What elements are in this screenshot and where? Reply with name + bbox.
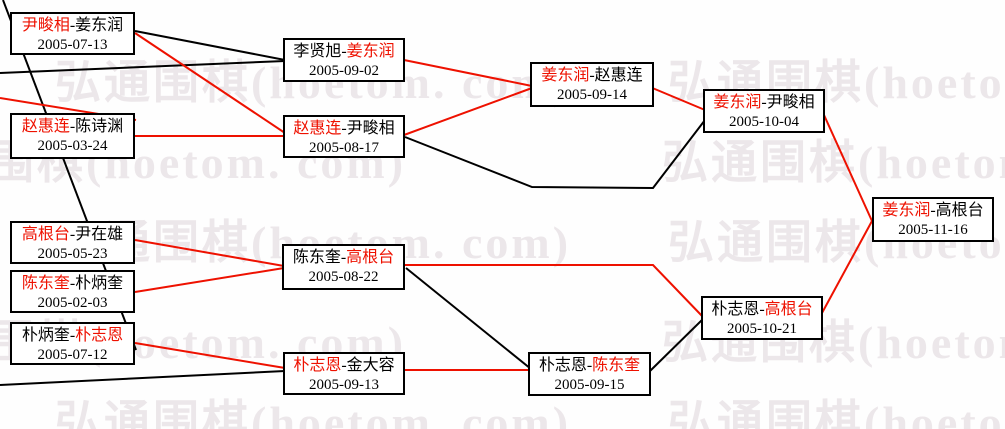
name-separator: - <box>69 327 76 344</box>
player-name: 朴炳奎 <box>21 327 70 344</box>
player-name: 赵惠连 <box>21 118 70 135</box>
match-box[interactable]: 赵惠连-尹畯相 2005-08-17 <box>283 115 405 158</box>
player-name: 尹畯相 <box>21 17 70 34</box>
match-box[interactable]: 陈东奎-高根台 2005-08-22 <box>282 244 405 290</box>
name-separator: - <box>69 118 76 135</box>
name-separator: - <box>341 120 347 137</box>
match-box[interactable]: 高根台-尹在雄 2005-05-23 <box>10 221 135 264</box>
match-date: 2005-09-14 <box>557 87 627 103</box>
player-name: 金大容 <box>346 357 395 374</box>
match-date: 2005-07-13 <box>37 37 108 53</box>
match-players: 陈东奎-高根台 <box>284 247 403 268</box>
player-name: 姜东润 <box>541 67 590 84</box>
player-name: 姜东润 <box>713 94 762 111</box>
watermark-text: 弘通围棋(hoetom. com) <box>668 397 1005 429</box>
player-name: 高根台 <box>935 202 984 219</box>
watermark-text: 弘通围棋(hoetom. com) <box>55 397 572 429</box>
player-name: 高根台 <box>346 249 395 266</box>
name-separator: - <box>69 17 76 34</box>
name-separator: - <box>340 249 347 266</box>
player-name: 赵惠连 <box>594 67 643 84</box>
match-players: 朴炳奎-朴志恩 <box>12 325 133 346</box>
match-date: 2005-05-23 <box>37 246 108 262</box>
match-players: 姜东润-赵惠连 <box>532 65 652 86</box>
match-box[interactable]: 尹畯相-姜东润 2005-07-13 <box>10 12 135 55</box>
player-name: 陈东奎 <box>592 357 641 374</box>
match-box[interactable]: 赵惠连-陈诗渊 2005-03-24 <box>10 113 135 159</box>
name-separator: - <box>69 226 76 243</box>
player-name: 赵惠连 <box>293 120 342 137</box>
match-box[interactable]: 朴志恩-陈东奎 2005-09-15 <box>528 352 651 396</box>
match-date: 2005-02-03 <box>37 295 108 311</box>
player-name: 朴志恩 <box>293 357 342 374</box>
player-name: 陈诗渊 <box>75 118 124 135</box>
match-box[interactable]: 朴炳奎-朴志恩 2005-07-12 <box>10 322 135 365</box>
match-players: 朴志恩-高根台 <box>703 299 821 320</box>
match-box[interactable]: 朴志恩-金大容 2005-09-13 <box>283 352 405 395</box>
name-separator: - <box>341 43 347 60</box>
match-players: 姜东润-尹畯相 <box>705 92 823 113</box>
player-name: 姜东润 <box>346 43 395 60</box>
match-players: 赵惠连-尹畯相 <box>285 118 403 139</box>
player-name: 陈东奎 <box>292 249 341 266</box>
match-date: 2005-03-24 <box>37 138 108 154</box>
match-date: 2005-08-17 <box>309 140 379 156</box>
player-name: 姜东润 <box>75 17 124 34</box>
player-name: 陈东奎 <box>21 275 70 292</box>
match-players: 姜东润-高根台 <box>874 200 992 221</box>
match-players: 朴志恩-金大容 <box>285 355 403 376</box>
match-box[interactable]: 陈东奎-朴炳奎 2005-02-03 <box>10 270 135 313</box>
watermark-text: 弘通围棋(hoetom. com) <box>662 137 1005 188</box>
player-name: 尹在雄 <box>75 226 124 243</box>
player-name: 姜东润 <box>882 202 931 219</box>
player-name: 高根台 <box>764 301 813 318</box>
match-date: 2005-10-21 <box>727 321 797 337</box>
player-name: 尹畯相 <box>346 120 395 137</box>
player-name: 尹畯相 <box>766 94 815 111</box>
match-date: 2005-11-16 <box>898 222 968 238</box>
name-separator: - <box>759 301 765 318</box>
match-players: 尹畯相-姜东润 <box>12 15 133 36</box>
match-players: 高根台-尹在雄 <box>12 224 133 245</box>
player-name: 朴志恩 <box>75 327 124 344</box>
name-separator: - <box>761 94 767 111</box>
name-separator: - <box>930 202 936 219</box>
player-name: 朴志恩 <box>538 357 587 374</box>
match-date: 2005-09-02 <box>309 63 379 79</box>
match-date: 2005-09-13 <box>309 377 379 393</box>
player-name: 朴志恩 <box>711 301 760 318</box>
name-separator: - <box>341 357 347 374</box>
match-date: 2005-07-12 <box>37 347 108 363</box>
match-box[interactable]: 姜东润-尹畯相 2005-10-04 <box>703 89 825 133</box>
match-date: 2005-09-15 <box>554 377 625 393</box>
player-name: 李贤旭 <box>293 43 342 60</box>
match-players: 李贤旭-姜东润 <box>285 41 403 62</box>
player-name: 高根台 <box>21 226 70 243</box>
match-date: 2005-10-04 <box>729 114 799 130</box>
match-players: 陈东奎-朴炳奎 <box>12 273 133 294</box>
match-date: 2005-08-22 <box>308 269 379 285</box>
match-box[interactable]: 姜东润-高根台 2005-11-16 <box>872 197 994 242</box>
match-box[interactable]: 姜东润-赵惠连 2005-09-14 <box>530 62 654 107</box>
player-name: 朴炳奎 <box>75 275 124 292</box>
match-box[interactable]: 朴志恩-高根台 2005-10-21 <box>701 296 823 340</box>
name-separator: - <box>69 275 76 292</box>
match-box[interactable]: 李贤旭-姜东润 2005-09-02 <box>283 38 405 82</box>
match-players: 赵惠连-陈诗渊 <box>12 116 133 137</box>
name-separator: - <box>586 357 593 374</box>
name-separator: - <box>589 67 595 84</box>
match-players: 朴志恩-陈东奎 <box>530 355 649 376</box>
